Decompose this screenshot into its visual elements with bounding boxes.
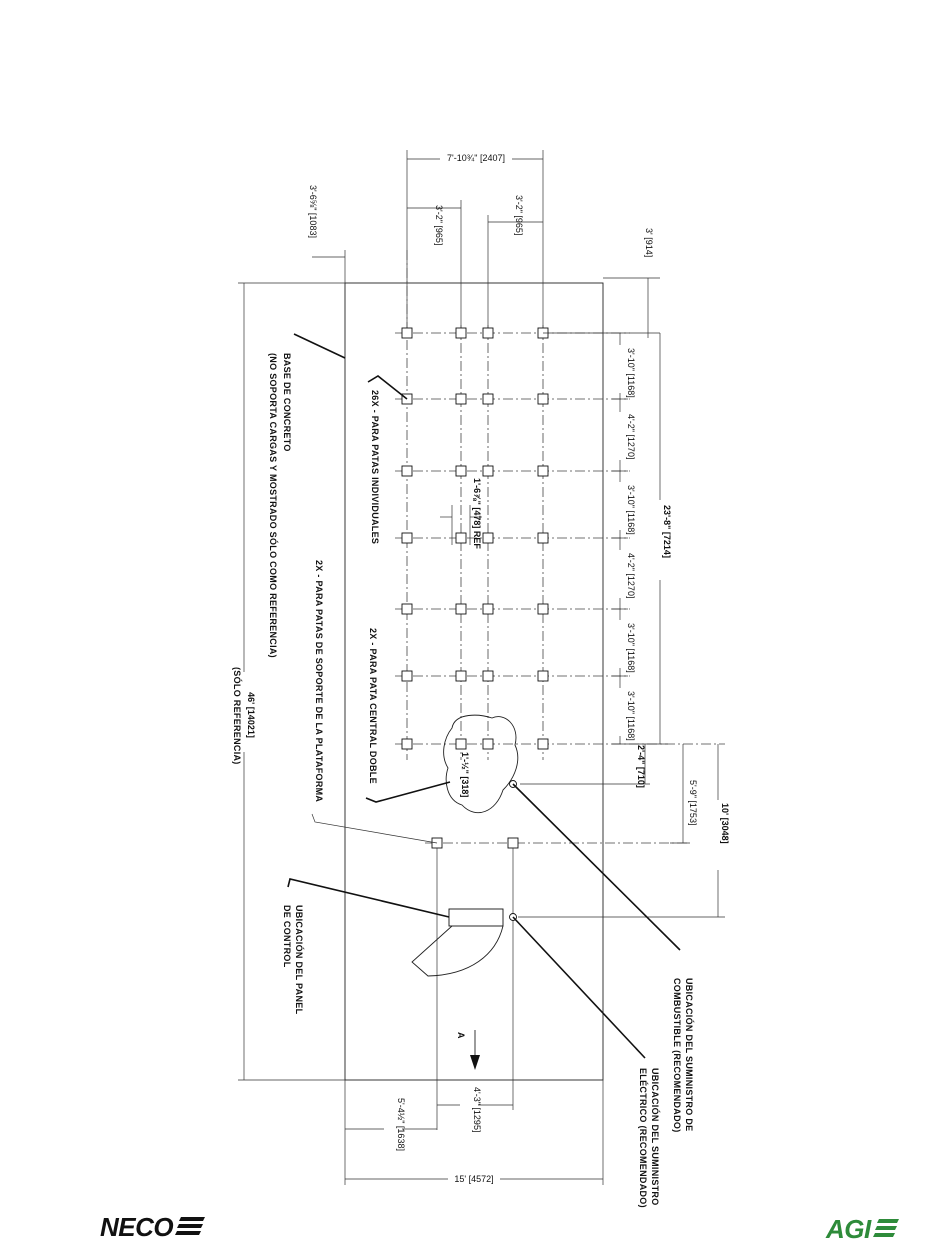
neco-logo: NECO bbox=[100, 1210, 206, 1244]
dim-leg-span-label: 23'-8" [7214] bbox=[662, 505, 672, 558]
dim-top-overall-label: 7'-10¾" [2407] bbox=[447, 153, 505, 163]
dim-overall-length-label: 46' [14021] bbox=[246, 692, 256, 738]
dim-bottom-left-label: 5'-4½" [1638] bbox=[396, 1098, 406, 1151]
leg-pad bbox=[401, 603, 413, 615]
dim-center-leg-pad-label: 1'-½" [318] bbox=[460, 752, 470, 797]
dim-top-left-offset-label: 3'-6⅝" [1083] bbox=[308, 185, 318, 238]
dim-top-left-offset: 3'-6⅝" [1083] bbox=[308, 185, 346, 283]
label-platform-legs: 2X - PARA PATAS DE SOPORTE DE LA PLATAFO… bbox=[314, 560, 324, 802]
platform-leg-pad bbox=[507, 837, 519, 849]
dim-overall-width: 15' [4572] bbox=[344, 1080, 604, 1186]
dim-top-right-spacing: 3'-2" [965] bbox=[487, 195, 543, 330]
dim-pitch-1-label: 3'-10" [1168] bbox=[626, 348, 636, 398]
leg-grid-centerlines bbox=[395, 250, 725, 760]
dim-bottom-center-label: 4'-3" [1295] bbox=[472, 1087, 482, 1132]
dim-pitch-3-label: 3'-10" [1168] bbox=[626, 485, 636, 535]
leg-pad bbox=[455, 327, 467, 339]
label-fuel-supply-1: UBICACIÓN DEL SUMINISTRO DE bbox=[684, 978, 695, 1131]
label-control-panel-1: UBICACIÓN DEL PANEL bbox=[294, 905, 305, 1015]
label-reference-only: (SÓLO REFERENCIA) bbox=[232, 667, 243, 765]
dim-bottom-left: 5'-4½" [1638] bbox=[345, 1095, 437, 1165]
leg-pad bbox=[455, 532, 467, 544]
leg-pad bbox=[401, 670, 413, 682]
dim-pad-ref-label: 1'-6⅞" [478] REF bbox=[472, 478, 482, 549]
leg-pad bbox=[482, 670, 494, 682]
dim-overall-width-label: 15' [4572] bbox=[454, 1174, 493, 1184]
dim-pitch-5-label: 3'-10" [1168] bbox=[626, 623, 636, 673]
agi-stripes-icon bbox=[872, 1219, 899, 1237]
view-arrow-a: A bbox=[456, 1030, 480, 1070]
dim-right-chain: 3'-10" [1168] 4'-2" [1270] 3'-10" [1168]… bbox=[543, 332, 672, 745]
agi-logo: AGI bbox=[826, 1212, 899, 1246]
dim-overall-length: 46' [14021] bbox=[236, 282, 345, 1081]
view-arrow-a-label: A bbox=[456, 1032, 466, 1039]
leg-pad bbox=[482, 603, 494, 615]
label-control-panel-2: DE CONTROL bbox=[282, 905, 292, 968]
leg-pad bbox=[537, 603, 549, 615]
leg-pad bbox=[482, 532, 494, 544]
dim-pitch-2-label: 4'-2" [1270] bbox=[626, 414, 636, 459]
leg-pad bbox=[401, 738, 413, 750]
leg-pad bbox=[401, 532, 413, 544]
label-concrete-base: BASE DE CONCRETO bbox=[282, 353, 292, 452]
leg-pad bbox=[537, 738, 549, 750]
agi-logo-text: AGI bbox=[826, 1213, 871, 1244]
leg-pad bbox=[537, 465, 549, 477]
control-panel-symbol bbox=[411, 908, 504, 977]
leg-pads bbox=[401, 327, 690, 1130]
leg-pad bbox=[401, 327, 413, 339]
dim-bottom-center: 4'-3" [1295] bbox=[437, 1085, 513, 1132]
dim-pad-ref: 1'-6⅞" [478] REF bbox=[440, 478, 482, 549]
label-electric-supply-1: UBICACIÓN DEL SUMINISTRO bbox=[650, 1068, 661, 1206]
label-electric-supply-2: ELÉCTRICO (RECOMENDADO) bbox=[638, 1068, 648, 1208]
center-double-leg-cloud bbox=[443, 714, 519, 814]
leg-pad bbox=[401, 465, 413, 477]
label-center-double-leg: 2X - PARA PATA CENTRAL DOBLE bbox=[368, 628, 378, 784]
neco-stripes-icon bbox=[175, 1217, 206, 1235]
dim-top-right-offset-label: 3' [914] bbox=[644, 228, 654, 257]
dim-service-offsets: 2'-4" [710] 5'-9" [1753] 10' [3048] bbox=[518, 744, 730, 918]
leg-pad bbox=[455, 738, 467, 750]
leg-pad bbox=[455, 465, 467, 477]
dim-top-left-spacing: 3'-2" [965] bbox=[407, 200, 462, 330]
neco-logo-text: NECO bbox=[100, 1211, 174, 1242]
dim-pitch-4-label: 4'-2" [1270] bbox=[626, 553, 636, 598]
leg-pad bbox=[537, 532, 549, 544]
concrete-base-outline bbox=[344, 282, 604, 1081]
leg-pad bbox=[455, 393, 467, 405]
label-fuel-supply-2: COMBUSTIBLE (RECOMENDADO) bbox=[672, 978, 682, 1133]
leg-pad bbox=[482, 465, 494, 477]
dim-pitch-6-label: 3'-10" [1168] bbox=[626, 691, 636, 741]
dim-fuel-offset-label: 5'-9" [1753] bbox=[688, 780, 698, 825]
leg-pad bbox=[455, 603, 467, 615]
label-concrete-base-note: (NO SOPORTA CARGAS Y MOSTRADO SÓLO COMO … bbox=[268, 353, 279, 658]
leg-pad bbox=[537, 393, 549, 405]
leg-pad bbox=[537, 670, 549, 682]
leg-pad bbox=[455, 670, 467, 682]
dim-top-left-spacing-label: 3'-2" [965] bbox=[434, 205, 444, 245]
dim-top-right-offset: 3' [914] bbox=[603, 228, 660, 338]
dim-electric-offset-label: 10' [3048] bbox=[720, 803, 730, 844]
leg-pad bbox=[482, 393, 494, 405]
leader-lines bbox=[287, 333, 681, 1059]
dim-top-right-spacing-label: 3'-2" [965] bbox=[514, 195, 524, 235]
leg-pad bbox=[482, 327, 494, 339]
label-26x-legs: 26X - PARA PATAS INDIVIDUALES bbox=[370, 390, 380, 544]
leg-pad bbox=[482, 738, 494, 750]
dim-end-offset-label: 2'-4" [710] bbox=[636, 745, 646, 788]
dim-top-overall: 7'-10¾" [2407] bbox=[406, 150, 544, 335]
